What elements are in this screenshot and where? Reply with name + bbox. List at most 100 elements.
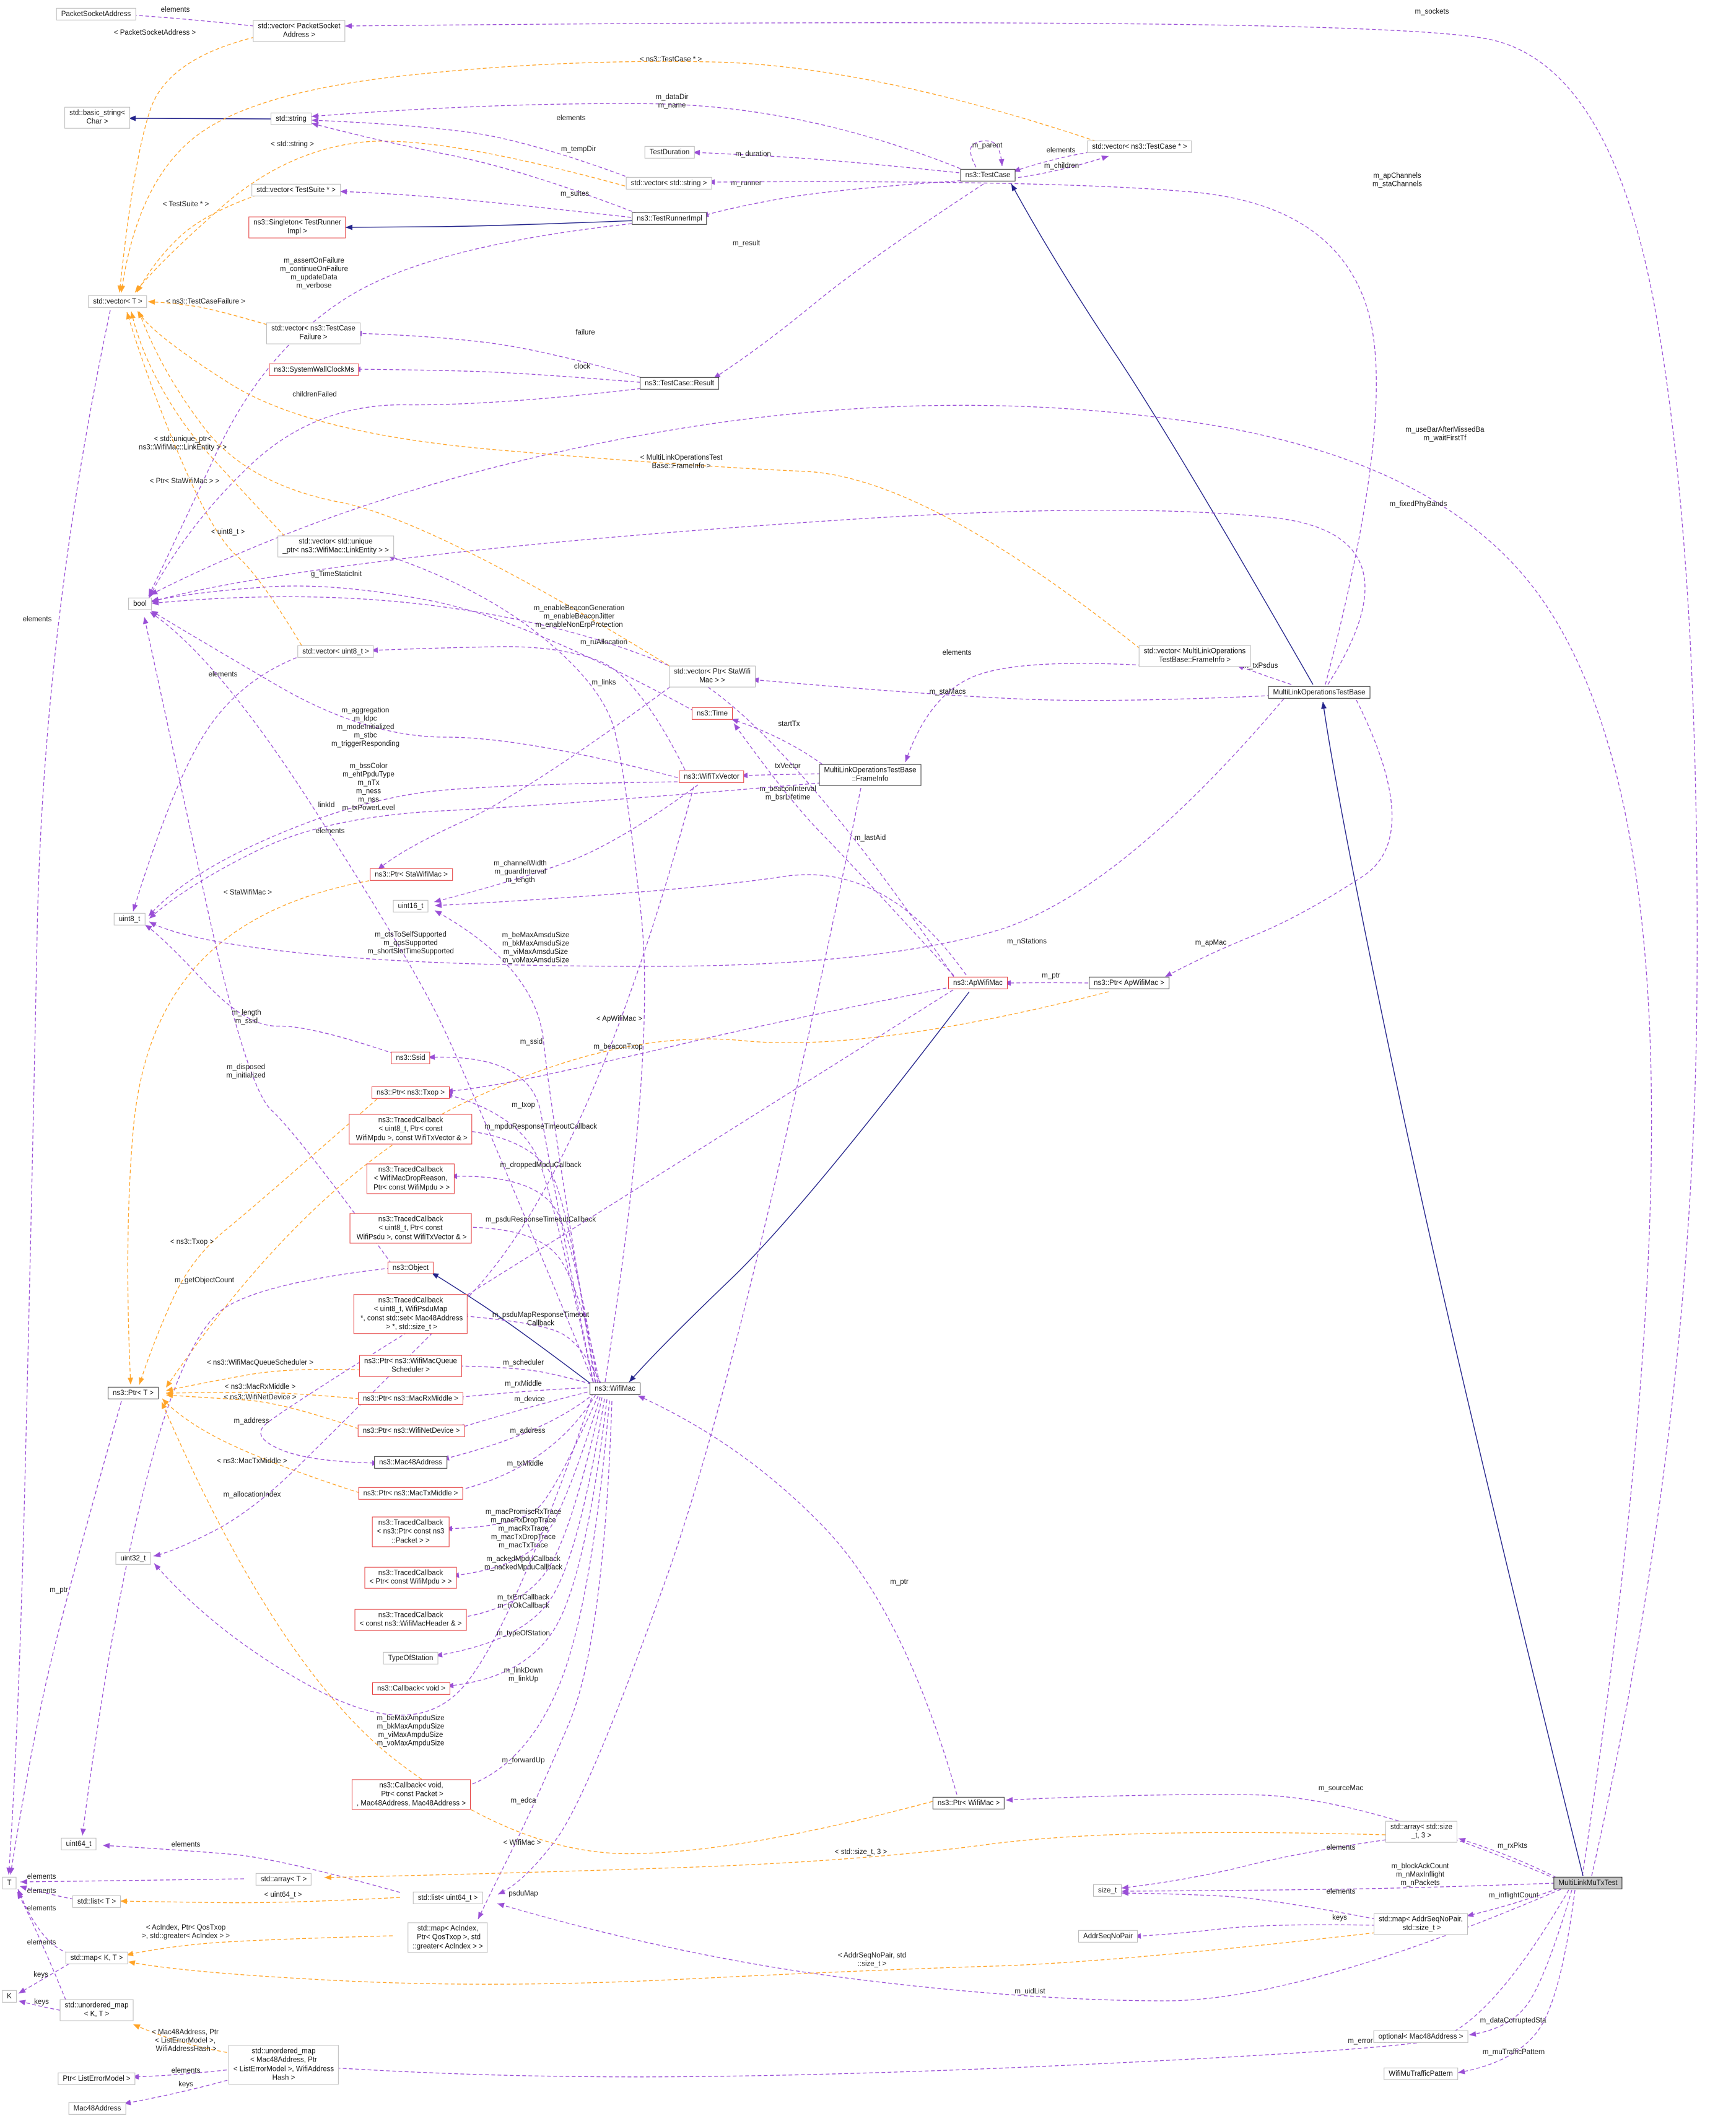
node-t[interactable]: T — [2, 1876, 17, 1890]
node-pkt-socket-address[interactable]: PacketSocketAddress — [56, 7, 136, 21]
node-arr-t[interactable]: std::array< T > — [255, 1873, 312, 1886]
node-std-string[interactable]: std::string — [271, 112, 312, 126]
edge-label: m_ptr — [1042, 972, 1060, 979]
node-tc-mac-header[interactable]: ns3::TracedCallback < const ns3::WifiMac… — [354, 1609, 467, 1631]
node-system-wall-clock-ms[interactable]: ns3::SystemWallClockMs — [269, 363, 359, 377]
node-basic-string[interactable]: std::basic_string< Char > — [64, 107, 130, 129]
edge-label: m_inflightCount — [1489, 1892, 1539, 1899]
arrowhead-icon — [80, 1828, 86, 1835]
node-vec-test-suite-ptr[interactable]: std::vector< TestSuite * > — [251, 183, 341, 197]
arrowhead-icon — [132, 904, 138, 911]
node-object[interactable]: ns3::Object — [387, 1261, 434, 1275]
node-test-case[interactable]: ns3::TestCase — [960, 168, 1016, 182]
node-tc-mpdu[interactable]: ns3::TracedCallback < uint8_t, Ptr< cons… — [349, 1114, 473, 1145]
node-addr-seq-no-pair[interactable]: AddrSeqNoPair — [1078, 1930, 1138, 1943]
arrowhead-icon — [150, 612, 157, 618]
node-tc-psdu-map[interactable]: ns3::TracedCallback < uint8_t, WifiPsduM… — [353, 1294, 468, 1334]
node-vec-test-case-failure[interactable]: std::vector< ns3::TestCase Failure > — [266, 322, 360, 344]
node-tc-wifi-mpdu[interactable]: ns3::TracedCallback < Ptr< const WifiMpd… — [364, 1567, 457, 1589]
node-map-acindex[interactable]: std::map< AcIndex, Ptr< QosTxop >, std :… — [408, 1922, 488, 1953]
node-tc-packet[interactable]: ns3::TracedCallback < ns3::Ptr< const ns… — [372, 1516, 450, 1547]
edge-path — [8, 310, 111, 1875]
node-cb-void[interactable]: ns3::Callback< void > — [372, 1682, 450, 1695]
edge-label: m_forwardUp — [502, 1757, 544, 1764]
node-mac48-plain[interactable]: Mac48Address — [68, 2102, 126, 2115]
node-vec-ptr-sta-wifi-mac[interactable]: std::vector< Ptr< StaWifi Mac > > — [669, 665, 756, 688]
node-ptr-sta-wifi-mac[interactable]: ns3::Ptr< StaWifiMac > — [370, 868, 453, 881]
node-uint16[interactable]: uint16_t — [393, 899, 429, 913]
node-umap-kt[interactable]: std::unordered_map < K, T > — [59, 1999, 134, 2021]
node-cb-forward[interactable]: ns3::Callback< void, Ptr< const Packet >… — [351, 1779, 471, 1810]
node-ptr-mac-rx-middle[interactable]: ns3::Ptr< ns3::MacRxMiddle > — [357, 1392, 464, 1406]
edge-label: < WifiMac > — [504, 1839, 541, 1847]
edge-label: keys — [34, 1998, 49, 2006]
node-tc-psdu[interactable]: ns3::TracedCallback < uint8_t, Ptr< cons… — [349, 1213, 472, 1244]
arrowhead-icon — [713, 372, 721, 378]
node-ap-wifi-mac[interactable]: ns3::ApWifiMac — [948, 976, 1008, 990]
node-vec-t[interactable]: std::vector< T > — [88, 295, 147, 308]
edge-path — [154, 1397, 592, 1716]
edge-path — [431, 1272, 594, 1386]
arrowhead-icon — [149, 591, 155, 598]
arrowhead-icon — [130, 312, 136, 319]
node-ptr-wifi-mac[interactable]: ns3::Ptr< WifiMac > — [932, 1796, 1005, 1810]
edge-path — [126, 312, 302, 646]
node-opt-mac48[interactable]: optional< Mac48Address > — [1373, 2030, 1468, 2044]
node-multi-link-mu-tx-test[interactable]: MultiLinkMuTxTest — [1553, 1876, 1623, 1890]
edge-path — [324, 1832, 1386, 1878]
node-time[interactable]: ns3::Time — [691, 707, 733, 720]
node-test-runner-impl[interactable]: ns3::TestRunnerImpl — [632, 212, 707, 225]
edge-label: < ns3::MacRxMiddle > — [225, 1383, 296, 1391]
edge-path — [1013, 151, 1096, 172]
edge-path — [740, 773, 827, 776]
edge-label: elements — [943, 649, 972, 657]
node-vec-test-case-ptr[interactable]: std::vector< ns3::TestCase * > — [1087, 140, 1192, 154]
node-vec-unique-ptr-link-entity[interactable]: std::vector< std::unique _ptr< ns3::Wifi… — [277, 535, 394, 558]
node-ptr-list-error[interactable]: Ptr< ListErrorModel > — [58, 2072, 136, 2086]
node-ptr-wifi-net-device[interactable]: ns3::Ptr< ns3::WifiNetDevice > — [357, 1424, 465, 1438]
node-ptr-txop[interactable]: ns3::Ptr< ns3::Txop > — [372, 1086, 450, 1100]
node-tc-drop[interactable]: ns3::TracedCallback < WifiMacDropReason,… — [366, 1163, 455, 1194]
node-mlo-test-base[interactable]: MultiLinkOperationsTestBase — [1268, 686, 1371, 699]
node-test-case-result[interactable]: ns3::TestCase::Result — [640, 377, 719, 390]
edge-label: m_sockets — [1415, 8, 1449, 15]
node-ptr-wmq-sched[interactable]: ns3::Ptr< ns3::WifiMacQueue Scheduler > — [359, 1355, 462, 1377]
node-ptr-ap-wifi-mac[interactable]: ns3::Ptr< ApWifiMac > — [1089, 976, 1169, 990]
node-wifi-mu-traffic[interactable]: WifiMuTrafficPattern — [1384, 2067, 1458, 2081]
node-uint64[interactable]: uint64_t — [61, 1837, 97, 1851]
node-size-t[interactable]: size_t — [1093, 1884, 1122, 1897]
node-ptr-t[interactable]: ns3::Ptr< T > — [107, 1386, 159, 1400]
node-ptr-mac-tx-middle[interactable]: ns3::Ptr< ns3::MacTxMiddle > — [358, 1487, 463, 1500]
node-uint8[interactable]: uint8_t — [113, 912, 146, 926]
node-arr-size3[interactable]: std::array< std::size _t, 3 > — [1385, 1821, 1458, 1843]
node-vec-pkt-socket-address[interactable]: std::vector< PacketSocket Address > — [253, 20, 346, 42]
node-test-duration[interactable]: TestDuration — [644, 146, 695, 159]
edge-path — [1457, 1889, 1576, 2073]
node-vec-string[interactable]: std::vector< std::string > — [626, 177, 712, 190]
node-uint32[interactable]: uint32_t — [115, 1552, 151, 1565]
node-frame-info[interactable]: MultiLinkOperationsTestBase ::FrameInfo — [819, 764, 922, 786]
node-map-addr-seq[interactable]: std::map< AddrSeqNoPair, std::size_t > — [1374, 1913, 1468, 1935]
node-vec-frame-info[interactable]: std::vector< MultiLinkOperations TestBas… — [1138, 645, 1251, 667]
node-umap-mac48[interactable]: std::unordered_map < Mac48Address, Ptr <… — [228, 2045, 339, 2084]
edge-path — [17, 1891, 69, 2006]
node-singleton-test-runner[interactable]: ns3::Singleton< TestRunner Impl > — [248, 216, 346, 238]
node-list-t[interactable]: std::list< T > — [72, 1895, 121, 1909]
node-bool[interactable]: bool — [128, 597, 152, 611]
node-ssid[interactable]: ns3::Ssid — [391, 1051, 430, 1065]
edge-label: childrenFailed — [292, 391, 337, 398]
edge-path — [637, 1395, 957, 1795]
node-k[interactable]: K — [2, 1990, 17, 2003]
node-wifi-tx-vector[interactable]: ns3::WifiTxVector — [679, 770, 744, 784]
edge-path — [139, 1098, 378, 1385]
arrowhead-icon — [148, 299, 155, 305]
edge-label: m_staMacs — [930, 688, 966, 696]
node-map-kt[interactable]: std::map< K, T > — [65, 1951, 128, 1965]
node-mac48-address[interactable]: ns3::Mac48Address — [374, 1456, 447, 1469]
node-list-uint64[interactable]: std::list< uint64_t > — [412, 1891, 483, 1905]
node-vec-uint8[interactable]: std::vector< uint8_t > — [297, 645, 374, 658]
node-type-of-station[interactable]: TypeOfStation — [383, 1651, 438, 1665]
node-wifi-mac[interactable]: ns3::WifiMac — [590, 1382, 640, 1396]
